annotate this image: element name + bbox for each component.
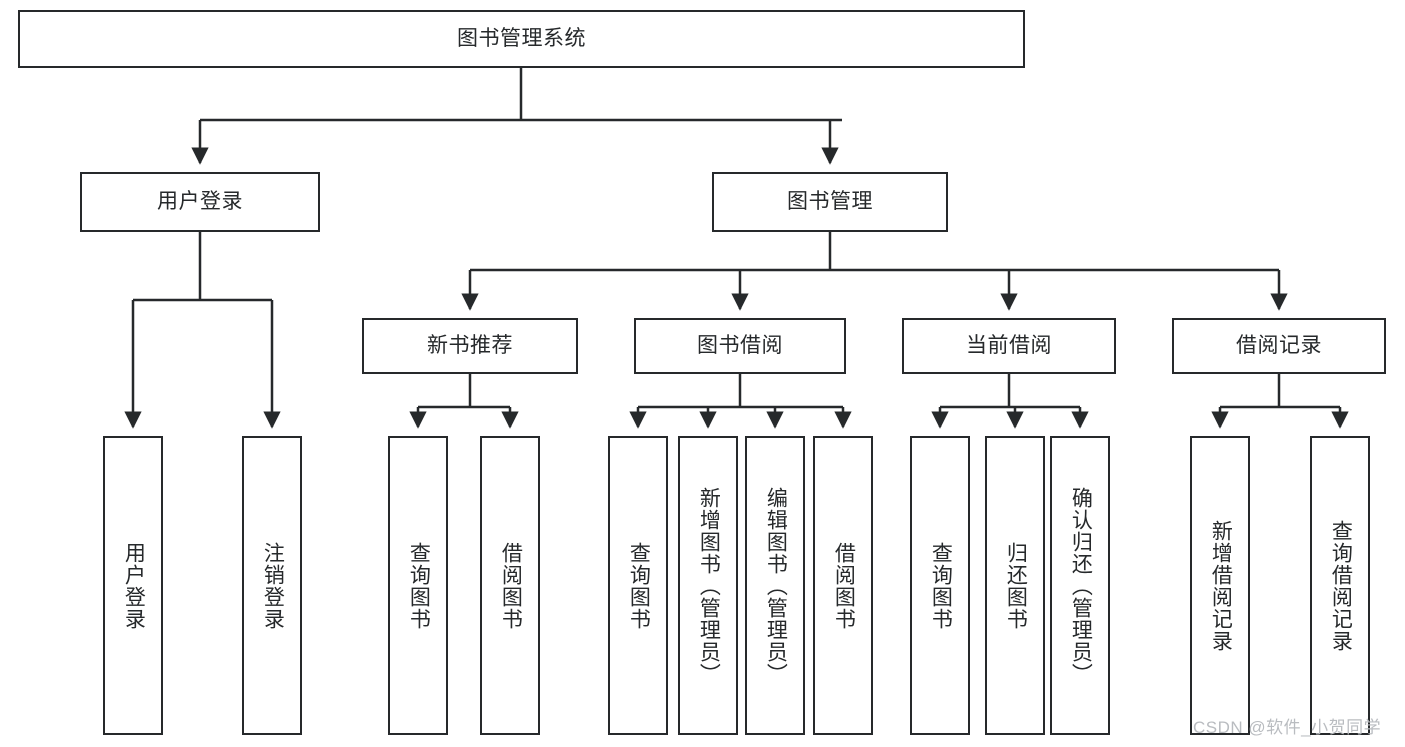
node-leaf-4-label: 查询图书 bbox=[627, 541, 651, 630]
node-leaf-10-label: 确认归还（管理员） bbox=[1069, 486, 1093, 685]
node-leaf-4[interactable]: 查询图书 bbox=[608, 436, 668, 735]
node-level2-1[interactable]: 图书借阅 bbox=[634, 318, 846, 374]
node-leaf-8[interactable]: 查询图书 bbox=[910, 436, 970, 735]
node-leaf-11-label: 新增借阅记录 bbox=[1209, 519, 1233, 652]
node-root-label: 图书管理系统 bbox=[457, 27, 586, 51]
node-root[interactable]: 图书管理系统 bbox=[18, 10, 1025, 68]
node-leaf-8-label: 查询图书 bbox=[929, 541, 953, 630]
node-leaf-6-label: 编辑图书（管理员） bbox=[764, 486, 788, 685]
node-leaf-3-label: 借阅图书 bbox=[499, 541, 523, 630]
node-leaf-0-label: 用户登录 bbox=[122, 541, 146, 630]
node-level1-1-label: 图书管理 bbox=[787, 190, 873, 214]
node-level2-0[interactable]: 新书推荐 bbox=[362, 318, 578, 374]
node-leaf-1[interactable]: 注销登录 bbox=[242, 436, 302, 735]
watermark: CSDN @软件_小贺同学 bbox=[1193, 718, 1382, 737]
connectors-new-books bbox=[409, 374, 519, 429]
connectors-book-mgmt bbox=[461, 232, 1288, 311]
node-leaf-6[interactable]: 编辑图书（管理员） bbox=[745, 436, 805, 735]
node-leaf-1-label: 注销登录 bbox=[261, 541, 285, 630]
node-level2-3-label: 借阅记录 bbox=[1236, 334, 1322, 358]
node-leaf-2[interactable]: 查询图书 bbox=[388, 436, 448, 735]
node-leaf-5[interactable]: 新增图书（管理员） bbox=[678, 436, 738, 735]
node-level1-0[interactable]: 用户登录 bbox=[80, 172, 320, 232]
node-level2-2-label: 当前借阅 bbox=[966, 334, 1052, 358]
node-leaf-0[interactable]: 用户登录 bbox=[103, 436, 163, 735]
node-leaf-7-label: 借阅图书 bbox=[832, 541, 856, 630]
node-leaf-11[interactable]: 新增借阅记录 bbox=[1190, 436, 1250, 735]
connectors-root bbox=[191, 68, 842, 165]
node-leaf-12[interactable]: 查询借阅记录 bbox=[1310, 436, 1370, 735]
node-level2-3[interactable]: 借阅记录 bbox=[1172, 318, 1386, 374]
node-leaf-9-label: 归还图书 bbox=[1004, 541, 1028, 630]
node-leaf-3[interactable]: 借阅图书 bbox=[480, 436, 540, 735]
connectors-current bbox=[931, 374, 1089, 429]
node-level1-0-label: 用户登录 bbox=[157, 190, 243, 214]
connectors-records bbox=[1211, 374, 1349, 429]
node-level2-1-label: 图书借阅 bbox=[697, 334, 783, 358]
connectors-borrow bbox=[629, 374, 852, 429]
node-leaf-5-label: 新增图书（管理员） bbox=[697, 486, 721, 685]
node-level2-2[interactable]: 当前借阅 bbox=[902, 318, 1116, 374]
node-leaf-10[interactable]: 确认归还（管理员） bbox=[1050, 436, 1110, 735]
node-leaf-12-label: 查询借阅记录 bbox=[1329, 519, 1353, 652]
connectors-user-login bbox=[124, 232, 281, 429]
node-level1-1[interactable]: 图书管理 bbox=[712, 172, 948, 232]
node-leaf-7[interactable]: 借阅图书 bbox=[813, 436, 873, 735]
node-level2-0-label: 新书推荐 bbox=[427, 334, 513, 358]
node-leaf-9[interactable]: 归还图书 bbox=[985, 436, 1045, 735]
node-leaf-2-label: 查询图书 bbox=[407, 541, 431, 630]
